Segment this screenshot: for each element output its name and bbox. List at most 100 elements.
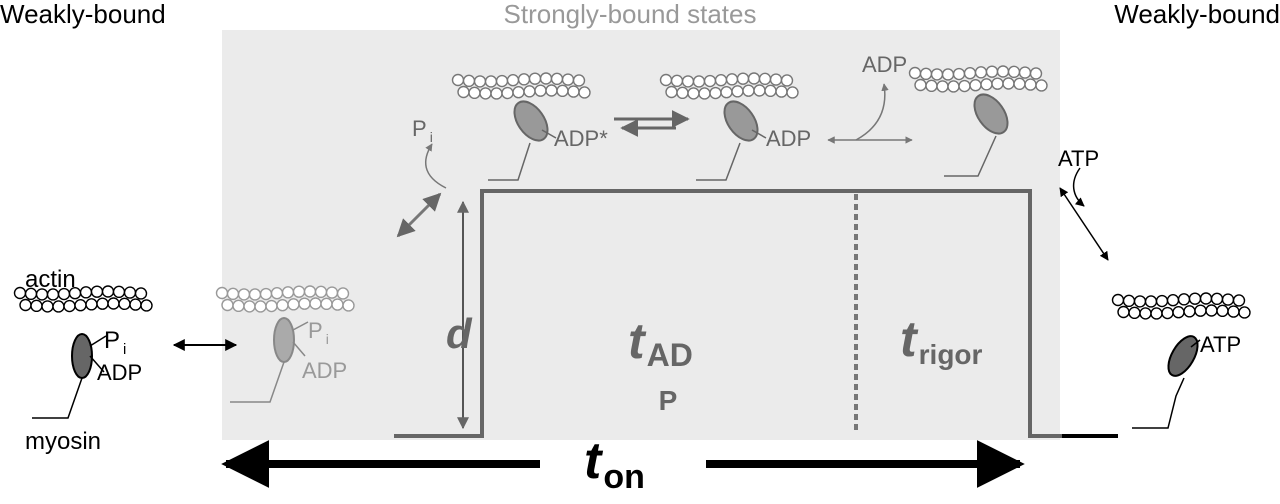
- actin-monomer: [215, 286, 229, 300]
- actin-monomer: [292, 285, 306, 298]
- actin-monomer: [331, 298, 344, 311]
- actin-monomer: [325, 286, 339, 299]
- actin-monomer: [659, 73, 673, 87]
- actin-monomer: [90, 285, 104, 298]
- actin-monomer: [1205, 304, 1218, 317]
- actin-monomer: [254, 300, 267, 313]
- actin-monomer: [320, 297, 333, 311]
- actin-filament-1: [13, 285, 153, 313]
- actin-monomer: [13, 286, 27, 300]
- actin-monomer: [298, 297, 311, 310]
- actin-monomer: [769, 73, 783, 86]
- actin-monomer: [501, 86, 514, 100]
- actin-monomer: [473, 75, 487, 88]
- actin-monomer: [342, 299, 355, 312]
- actin-monomer: [512, 86, 525, 99]
- strongly-bound-panel: [222, 30, 1060, 440]
- actin-monomer: [941, 68, 955, 81]
- actin-monomer: [523, 85, 536, 98]
- actin-monomer: [1155, 294, 1169, 308]
- actin-monomer: [96, 297, 109, 310]
- actin-monomer: [561, 73, 575, 86]
- adp-label-2: ADP: [302, 358, 347, 383]
- actin-monomer: [963, 67, 977, 80]
- actin-monomer: [670, 74, 684, 88]
- actin-monomer: [221, 298, 234, 312]
- actin-monomer: [936, 80, 949, 93]
- actin-monomer: [1232, 294, 1246, 307]
- actin-monomer: [714, 74, 728, 87]
- actin-monomer: [129, 298, 142, 311]
- actin-monomer: [226, 287, 240, 301]
- t-adp-label: tAD: [628, 313, 693, 373]
- actin-monomer: [462, 74, 476, 88]
- actin-monomer: [101, 285, 115, 298]
- actin-monomer: [914, 78, 927, 92]
- actin-monomer: [276, 299, 289, 312]
- strongly-bound-states-label: Strongly-bound states: [504, 0, 757, 29]
- adp-label-4: ADP: [766, 126, 811, 151]
- actin-monomer: [539, 72, 553, 85]
- actin-monomer: [919, 67, 933, 81]
- actin-monomer: [134, 287, 148, 300]
- actin-monomer: [985, 65, 999, 78]
- myosin-rigor: [944, 93, 1009, 177]
- actin-monomer: [259, 287, 273, 301]
- actin-monomer: [1172, 306, 1185, 319]
- actin-monomer: [731, 85, 744, 98]
- actin-filament-3: [451, 72, 591, 100]
- actin-monomer: [287, 298, 300, 311]
- actin-monomer: [764, 84, 777, 98]
- actin-monomer: [758, 72, 772, 86]
- actin-monomer: [1128, 306, 1141, 320]
- actin-monomer: [243, 300, 256, 313]
- actin-monomer: [578, 86, 591, 99]
- t-adp-p-label: P: [659, 385, 678, 416]
- actin-monomer: [1238, 306, 1251, 319]
- actin-monomer: [1150, 307, 1163, 320]
- actin-monomer: [63, 299, 76, 313]
- actin-monomer: [1199, 292, 1213, 305]
- actin-monomer: [958, 79, 971, 93]
- actin-monomer: [1188, 292, 1202, 305]
- actin-monomer: [1007, 65, 1021, 79]
- myosin-weak-atp: [1132, 335, 1201, 429]
- adp-star-label: ADP*: [554, 126, 608, 151]
- actin-monomer: [687, 87, 700, 100]
- actin-monomer: [991, 77, 1004, 90]
- atp-binding-arrow: [1072, 167, 1085, 207]
- actin-monomer: [303, 285, 317, 298]
- actin-monomer: [786, 86, 799, 99]
- actin-filament-6: [1111, 292, 1251, 320]
- step-size-label: d: [446, 310, 473, 357]
- actin-monomer: [681, 75, 695, 88]
- actin-monomer: [720, 86, 733, 99]
- actin-filament-5: [908, 65, 1048, 93]
- actin-monomer: [556, 84, 569, 98]
- actin-monomer: [309, 297, 322, 310]
- actin-monomer: [676, 86, 689, 100]
- actin-monomer: [19, 298, 32, 312]
- actin-monomer: [1183, 305, 1196, 318]
- actin-monomer: [753, 84, 766, 97]
- actin-monomer: [952, 67, 966, 81]
- actin-monomer: [1221, 293, 1235, 306]
- actin-monomer: [1144, 295, 1158, 308]
- actin-monomer: [85, 298, 98, 311]
- actin-monomer: [930, 68, 944, 81]
- myosin-label: myosin: [25, 428, 101, 455]
- actin-monomer: [123, 286, 137, 299]
- actin-monomer: [1166, 294, 1180, 307]
- actin-monomer: [698, 87, 711, 100]
- actin-monomer: [1227, 305, 1240, 318]
- actin-label: actin: [25, 266, 76, 293]
- actin-monomer: [74, 299, 87, 312]
- weakly-bound-left-label: Weakly-bound: [0, 0, 166, 29]
- displacement-trace: [394, 189, 1062, 438]
- actin-filament-2: [215, 285, 355, 313]
- actin-monomer: [457, 85, 470, 99]
- actin-monomer: [545, 84, 558, 97]
